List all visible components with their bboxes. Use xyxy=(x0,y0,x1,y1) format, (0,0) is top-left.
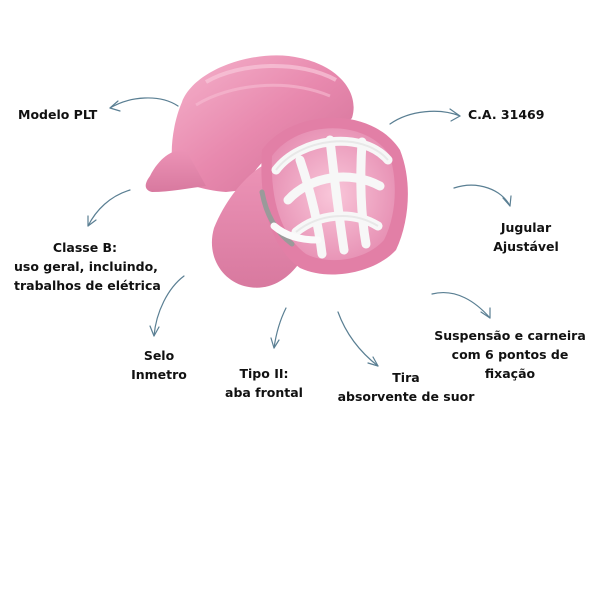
arrow-suspensao xyxy=(431,292,491,319)
arrow-tira xyxy=(337,311,379,367)
label-tira: Tira absorvente de suor xyxy=(337,370,475,404)
label-classe: Classe B: uso geral, incluindo, trabalho… xyxy=(14,240,161,293)
arrow-tipo xyxy=(270,307,287,349)
arrow-modelo xyxy=(109,97,179,112)
label-modelo: Modelo PLT xyxy=(18,107,98,122)
label-suspensao: Suspensão e carneira com 6 pontos de fix… xyxy=(434,328,586,381)
arrow-classe xyxy=(87,189,131,227)
label-selo: Selo Inmetro xyxy=(131,348,187,382)
arrow-jugular xyxy=(453,184,512,207)
label-ca: C.A. 31469 xyxy=(468,107,545,122)
label-tipo: Tipo II: aba frontal xyxy=(225,366,303,400)
arrow-selo xyxy=(149,275,185,337)
label-jugular: Jugular Ajustável xyxy=(493,220,559,254)
arrow-ca xyxy=(389,108,461,125)
